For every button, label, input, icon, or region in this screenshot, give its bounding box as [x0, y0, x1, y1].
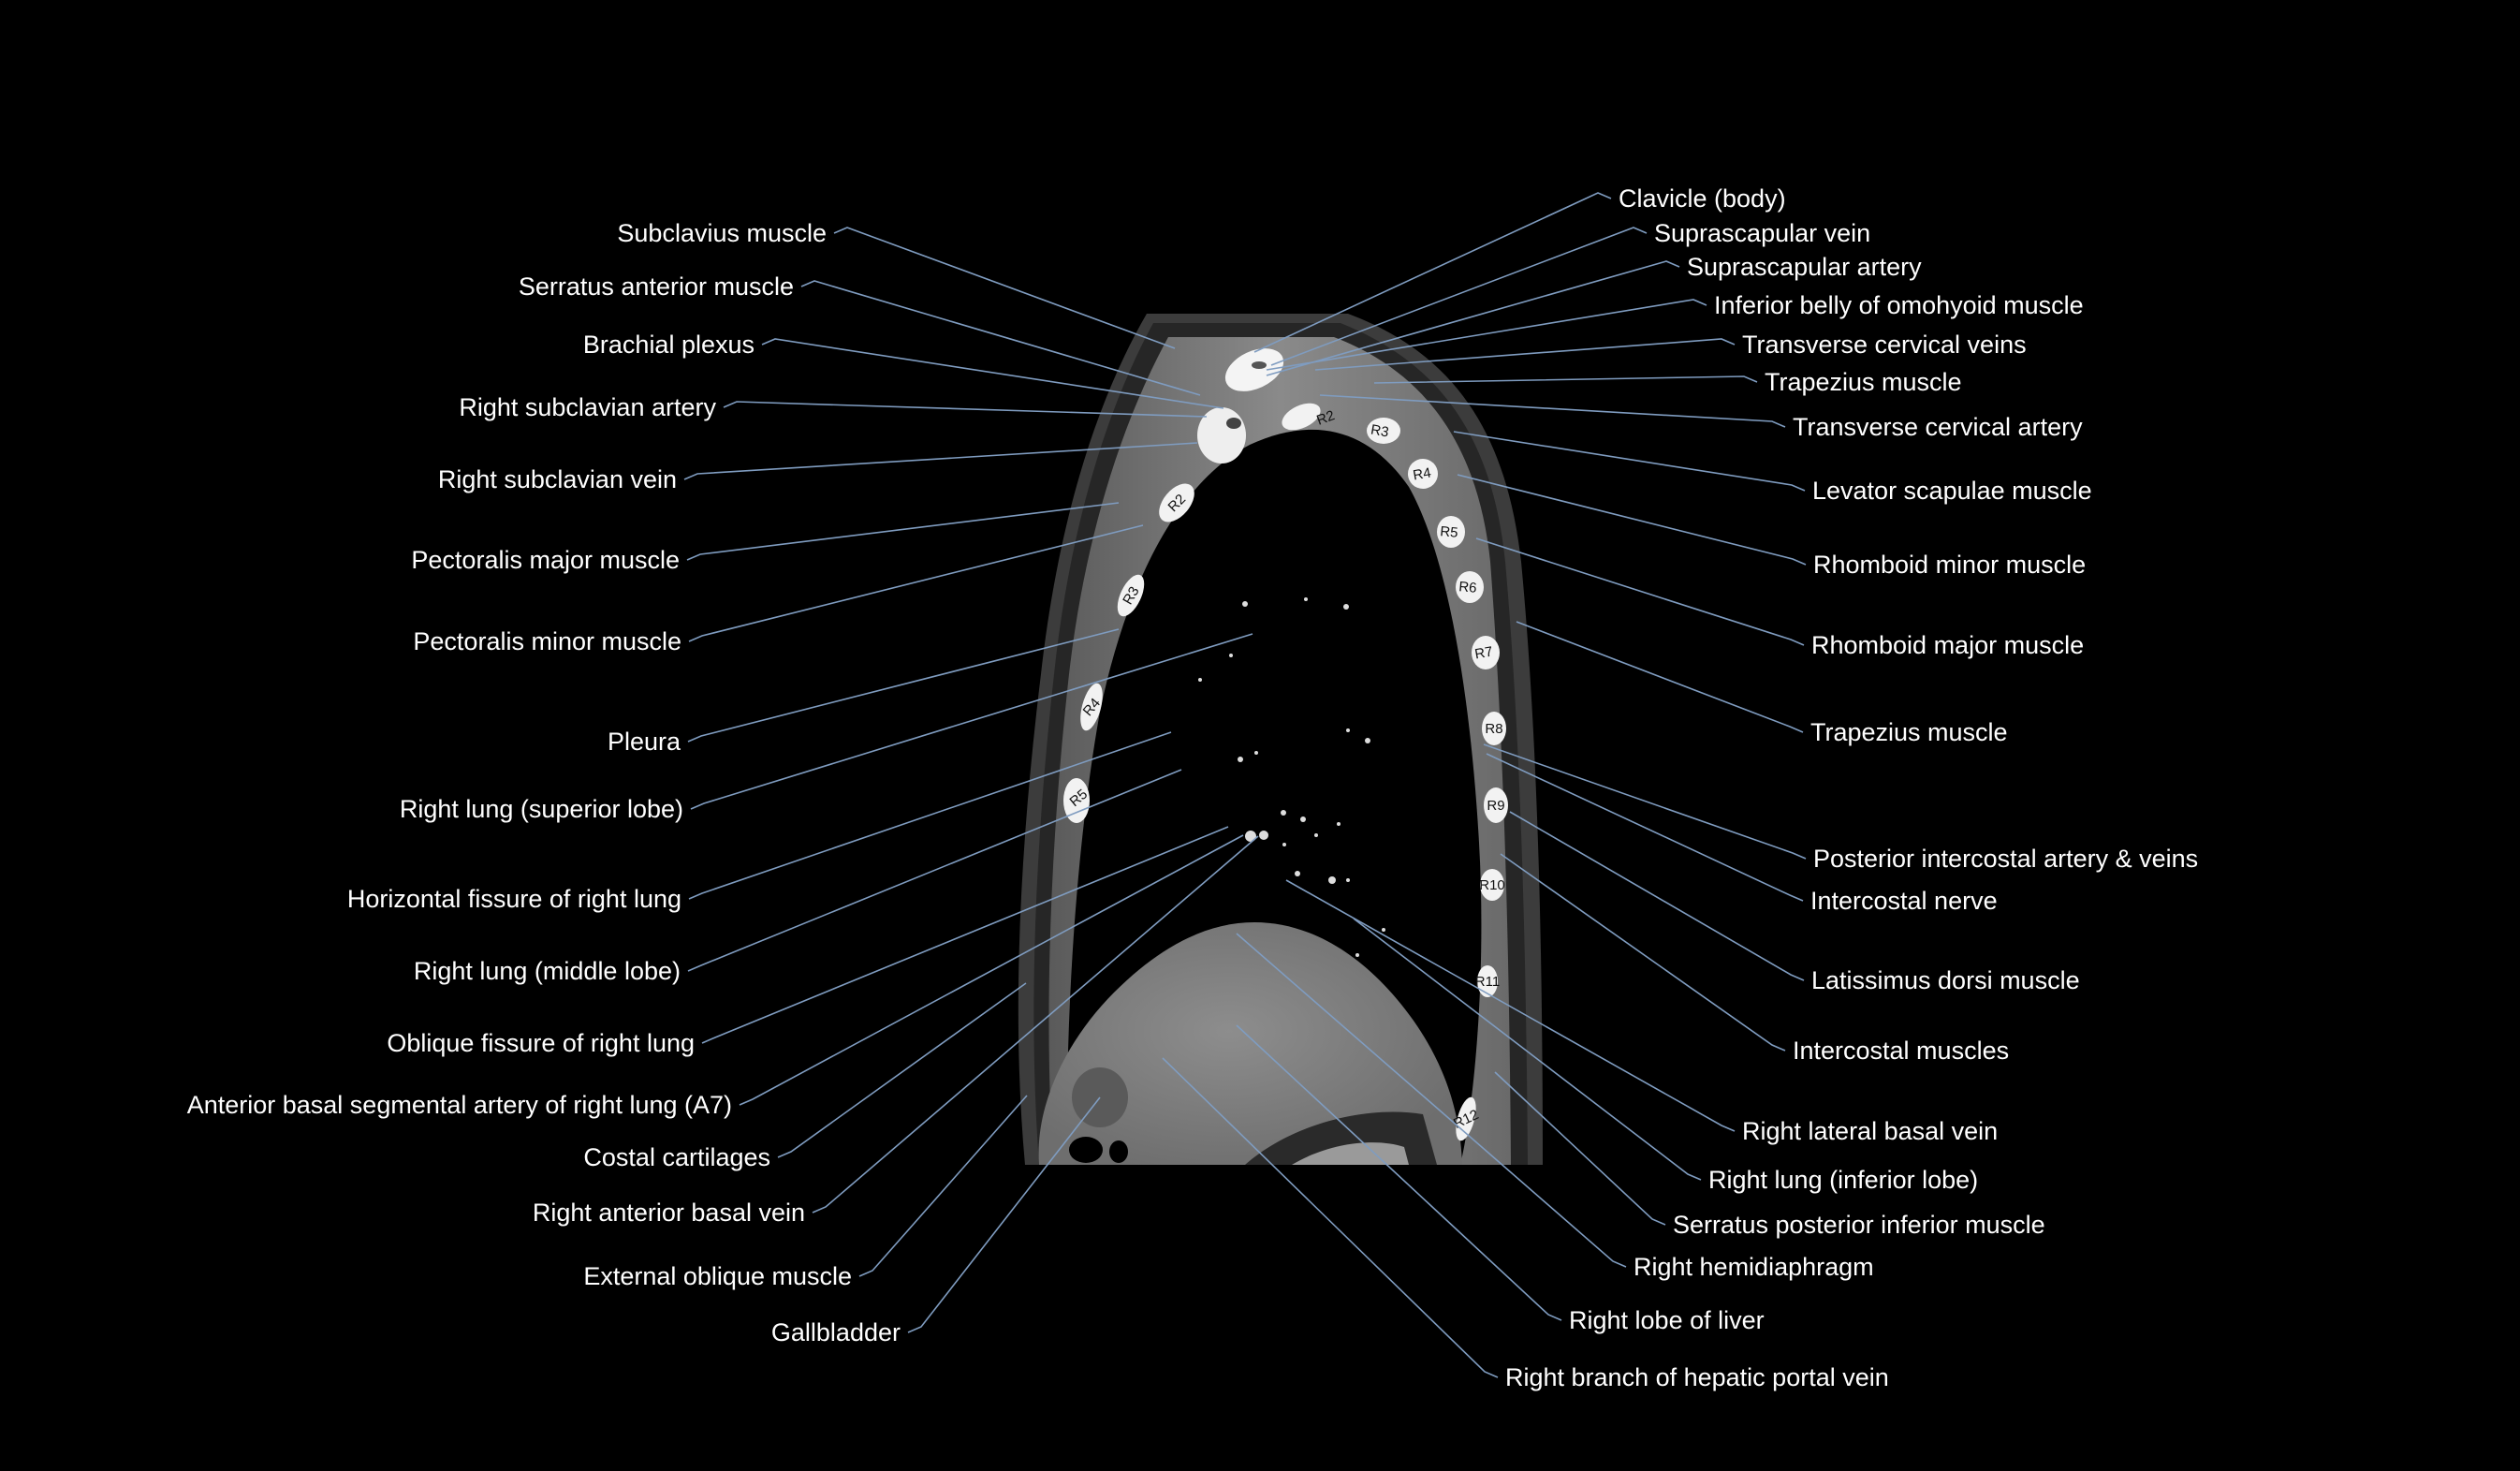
label-trapezius-muscle: Trapezius muscle — [1810, 718, 2008, 746]
leader-line-latissimus-dorsi-muscle — [1509, 811, 1805, 981]
leader-line-brachial-plexus — [761, 338, 1224, 409]
leader-line-serratus-anterior-muscle — [800, 280, 1201, 396]
leader-line-transverse-cervical-artery — [1319, 394, 1786, 428]
leader-line-subclavius-muscle — [833, 227, 1176, 349]
ribs — [1063, 403, 1508, 1141]
label-posterior-intercostal-artery-veins: Posterior intercostal artery & veins — [1813, 845, 2199, 873]
leader-line-right-lung-inferior-lobe — [1353, 918, 1702, 1181]
label-right-lung-inferior-lobe: Right lung (inferior lobe) — [1708, 1166, 1979, 1194]
label-rhomboid-major-muscle: Rhomboid major muscle — [1811, 631, 2085, 659]
leader-line-rhomboid-minor-muscle — [1457, 474, 1807, 566]
leader-line-levator-scapulae-muscle — [1453, 431, 1806, 492]
leader-line-right-subclavian-artery — [723, 401, 1208, 418]
rib-label-r10: R10 — [1479, 877, 1505, 893]
leader-line-right-lung-superior-lobe — [690, 633, 1253, 810]
leader-line-right-lateral-basal-vein — [1285, 879, 1736, 1132]
label-horizontal-fissure-of-right-lung: Horizontal fissure of right lung — [346, 885, 681, 913]
label-oblique-fissure-of-right-lung: Oblique fissure of right lung — [387, 1029, 695, 1057]
leader-line-right-subclavian-vein — [683, 442, 1198, 480]
leader-line-costal-cartilages — [777, 982, 1027, 1158]
rib-label-r4: R4 — [1412, 464, 1432, 483]
label-anterior-basal-segmental-artery-of-right-lung-a7: Anterior basal segmental artery of right… — [186, 1091, 732, 1119]
leader-line-right-hemidiaphragm — [1236, 933, 1627, 1268]
label-suprascapular-vein: Suprascapular vein — [1654, 219, 1871, 247]
liver — [1038, 922, 1462, 1165]
label-gallbladder: Gallbladder — [770, 1318, 901, 1346]
label-right-lateral-basal-vein: Right lateral basal vein — [1742, 1117, 1999, 1145]
label-rhomboid-minor-muscle: Rhomboid minor muscle — [1813, 551, 2087, 579]
label-trapezius-muscle: Trapezius muscle — [1765, 368, 1962, 396]
leader-line-right-lobe-of-liver — [1236, 1024, 1562, 1321]
label-pleura: Pleura — [607, 728, 681, 756]
leader-line-rhomboid-major-muscle — [1475, 537, 1805, 646]
leader-line-oblique-fissure-of-right-lung — [701, 826, 1229, 1044]
rib-label-r2: R2 — [1314, 407, 1337, 429]
subclavian-vessels — [1197, 407, 1246, 463]
leader-lines — [683, 192, 1807, 1378]
clavicle — [1224, 348, 1284, 391]
leader-line-suprascapular-artery — [1266, 260, 1680, 376]
rib-label-r6: R6 — [1458, 579, 1478, 596]
leader-line-right-lung-middle-lobe — [687, 769, 1182, 972]
leader-line-trapezius-muscle — [1373, 375, 1758, 384]
label-levator-scapulae-muscle: Levator scapulae muscle — [1812, 477, 2092, 505]
label-intercostal-nerve: Intercostal nerve — [1810, 887, 1998, 915]
label-right-lung-superior-lobe: Right lung (superior lobe) — [399, 795, 683, 823]
rib-label-r8: R8 — [1485, 721, 1502, 737]
label-transverse-cervical-artery: Transverse cervical artery — [1793, 413, 2083, 441]
leader-line-gallbladder — [907, 1096, 1101, 1333]
label-suprascapular-artery: Suprascapular artery — [1687, 253, 1922, 281]
rib-label-r7: R7 — [1473, 643, 1494, 662]
label-brachial-plexus: Brachial plexus — [582, 331, 755, 359]
leader-line-inferior-belly-of-omohyoid-muscle — [1266, 299, 1707, 371]
leader-line-pleura — [687, 628, 1120, 743]
label-transverse-cervical-veins: Transverse cervical veins — [1742, 331, 2027, 359]
rib-label-r3: R3 — [1370, 421, 1390, 440]
label-right-subclavian-vein: Right subclavian vein — [437, 465, 677, 493]
label-right-branch-of-hepatic-portal-vein: Right branch of hepatic portal vein — [1505, 1363, 1889, 1391]
rib-label-r9: R9 — [1487, 798, 1504, 814]
label-costal-cartilages: Costal cartilages — [583, 1143, 770, 1171]
label-pectoralis-minor-muscle: Pectoralis minor muscle — [413, 627, 681, 655]
leader-line-pectoralis-major-muscle — [686, 502, 1120, 561]
label-external-oblique-muscle: External oblique muscle — [583, 1262, 852, 1290]
leader-line-suprascapular-vein — [1270, 227, 1648, 366]
leader-line-transverse-cervical-veins — [1314, 338, 1736, 371]
leader-line-intercostal-nerve — [1486, 753, 1804, 902]
leader-line-posterior-intercostal-artery-veins — [1483, 743, 1807, 860]
label-right-lobe-of-liver: Right lobe of liver — [1569, 1306, 1765, 1334]
leader-line-intercostal-muscles — [1500, 853, 1786, 1052]
leader-line-serratus-posterior-inferior-muscle — [1494, 1071, 1666, 1226]
label-latissimus-dorsi-muscle: Latissimus dorsi muscle — [1811, 966, 2080, 994]
leader-line-trapezius-muscle — [1516, 621, 1804, 733]
label-pectoralis-major-muscle: Pectoralis major muscle — [411, 546, 680, 574]
leader-line-external-oblique-muscle — [858, 1095, 1028, 1277]
label-right-hemidiaphragm: Right hemidiaphragm — [1634, 1253, 1874, 1281]
leader-line-horizontal-fissure-of-right-lung — [688, 731, 1172, 900]
leader-line-right-anterior-basal-vein — [812, 835, 1259, 1214]
rib-label-r5: R5 — [1440, 523, 1459, 541]
label-serratus-posterior-inferior-muscle: Serratus posterior inferior muscle — [1673, 1211, 2045, 1239]
leader-line-right-branch-of-hepatic-portal-vein — [1162, 1057, 1499, 1378]
label-intercostal-muscles: Intercostal muscles — [1793, 1037, 2010, 1065]
rib-label-r11: R11 — [1475, 974, 1500, 990]
label-right-lung-middle-lobe: Right lung (middle lobe) — [413, 957, 681, 985]
label-serratus-anterior-muscle: Serratus anterior muscle — [518, 272, 794, 301]
label-right-anterior-basal-vein: Right anterior basal vein — [532, 1199, 805, 1227]
label-subclavius-muscle: Subclavius muscle — [617, 219, 827, 247]
label-right-subclavian-artery: Right subclavian artery — [459, 393, 716, 421]
leader-line-clavicle-body — [1253, 192, 1612, 353]
label-clavicle-body: Clavicle (body) — [1619, 184, 1786, 213]
leader-line-anterior-basal-segmental-artery-of-right-lung-a7 — [739, 834, 1244, 1106]
leader-line-pectoralis-minor-muscle — [688, 524, 1144, 642]
label-inferior-belly-of-omohyoid-muscle: Inferior belly of omohyoid muscle — [1714, 291, 2084, 319]
lung-vessels — [1198, 597, 1385, 957]
